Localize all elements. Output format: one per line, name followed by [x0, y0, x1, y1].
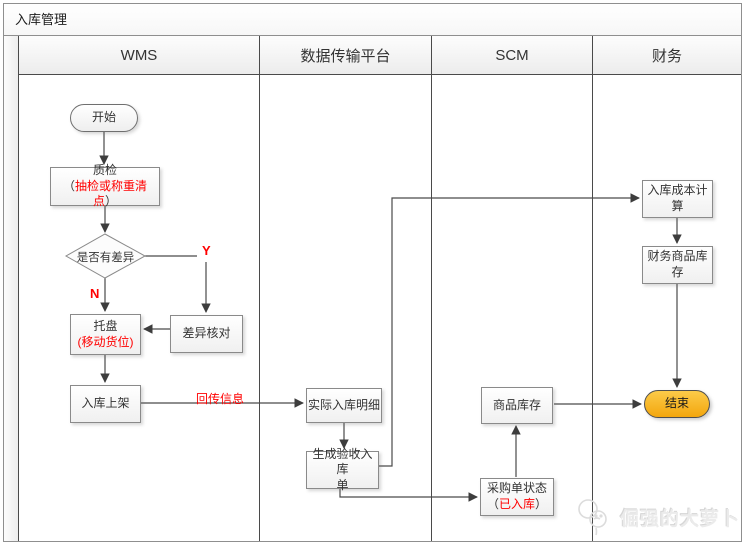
watermark-text: 倔强的大萝卜	[620, 508, 741, 530]
shelving-node[interactable]: 入库上架	[70, 385, 141, 423]
qc-label: 质检	[92, 163, 117, 178]
diagram-title: 入库管理	[4, 4, 741, 36]
edge-receipt-to-postatus	[339, 489, 478, 502]
end-node[interactable]: 结束	[644, 390, 710, 418]
fin-stock-node[interactable]: 财务商品库存	[642, 246, 713, 284]
actual-detail-node[interactable]: 实际入库明细	[306, 388, 382, 423]
end-label: 结束	[664, 396, 689, 411]
lane-divider-1	[259, 75, 260, 541]
edge-label-no: N	[90, 286, 100, 301]
po-status-label: 采购单状态	[486, 481, 547, 496]
lane-divider-2	[431, 75, 432, 541]
shelving-label: 入库上架	[81, 396, 130, 411]
fin-stock-label: 财务商品库存	[647, 249, 708, 279]
receipt-order-node[interactable]: 生成验收入库 单	[306, 447, 379, 492]
pool-label-strip	[4, 36, 19, 541]
edge-label-yes: Y	[202, 243, 211, 258]
lane-header-wms: WMS	[19, 36, 260, 75]
start-node[interactable]: 开始	[70, 104, 138, 132]
pallet-node[interactable]: 托盘 (移动货位)	[70, 314, 141, 355]
lane-header-finance: 财务	[593, 36, 741, 75]
po-status-sublabel: （已入库）	[486, 497, 548, 511]
goods-stock-label: 商品库存	[492, 397, 541, 412]
diff-check-label: 差异核对	[182, 326, 231, 341]
lane-divider-3	[592, 75, 593, 541]
lane-header-row: WMS 数据传输平台 SCM 财务	[19, 36, 741, 75]
edge-receipt-to-costcalc	[378, 193, 640, 467]
receipt-order-label-line1: 生成验收入库	[312, 446, 373, 477]
diff-check-node[interactable]: 差异核对	[170, 315, 243, 353]
qc-node[interactable]: 质检 （抽检或称重清点）	[50, 163, 160, 208]
pallet-sublabel: (移动货位)	[77, 334, 134, 349]
po-status-node[interactable]: 采购单状态 （已入库）	[480, 478, 554, 516]
cost-calc-label: 入库成本计算	[647, 183, 708, 213]
qc-sublabel: （抽检或称重清点）	[62, 178, 148, 209]
edge-label-feedback: 回传信息	[196, 392, 245, 406]
lane-header-data-platform: 数据传输平台	[260, 36, 432, 75]
cost-calc-node[interactable]: 入库成本计算	[642, 180, 713, 218]
lane-header-scm: SCM	[432, 36, 593, 75]
decision-label: 是否有差异	[76, 252, 135, 264]
start-label: 开始	[91, 110, 116, 125]
watermark: 倔强的大萝卜	[574, 497, 740, 537]
goods-stock-node[interactable]: 商品库存	[481, 387, 553, 424]
actual-detail-label: 实际入库明细	[307, 397, 380, 412]
pallet-label: 托盘	[93, 318, 118, 333]
decision-diamond[interactable]	[64, 233, 147, 279]
receipt-order-label-line2: 单	[336, 477, 349, 492]
radish-doodle-icon	[578, 499, 607, 536]
